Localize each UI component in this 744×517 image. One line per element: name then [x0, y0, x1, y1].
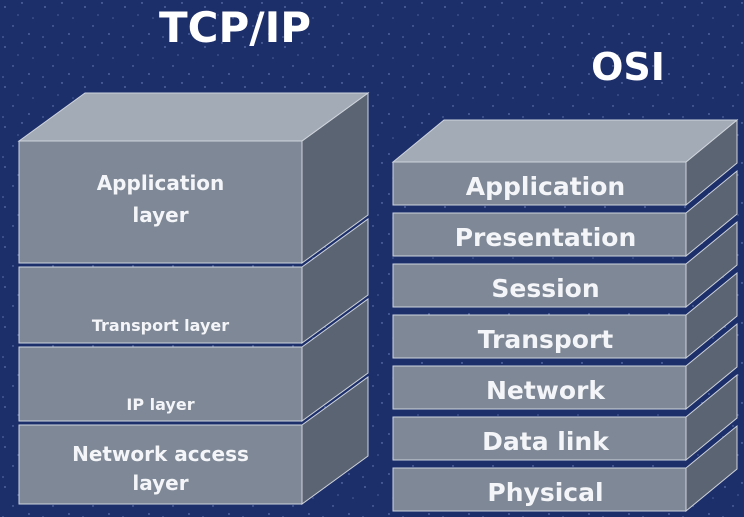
tcpip-layer-3-face	[18, 346, 303, 422]
tcpip-layer-2: Transport layer	[18, 218, 369, 344]
tcpip-layer-4: Network access layer	[18, 376, 369, 505]
osi-layer-5-face	[392, 365, 687, 410]
tcpip-layer-1-label: Application	[97, 171, 225, 195]
osi-layer-5: Network	[392, 322, 738, 411]
osi-layer-2: Presentation	[392, 169, 738, 258]
osi-stack: ApplicationPresentationSessionTransportN…	[391, 118, 739, 513]
tcpip-layer-1: Application layer	[17, 92, 370, 264]
osi-layer-2-face	[392, 212, 687, 257]
tcpip-layer-1-face	[18, 140, 303, 264]
osi-layer-4-face	[392, 314, 687, 359]
osi-layer-1: Application	[391, 118, 739, 207]
osi-layer-3-face	[392, 263, 687, 308]
osi-layer-1-label: Application	[466, 172, 625, 201]
osi-layer-6-face	[392, 416, 687, 461]
osi-title: OSI	[591, 45, 665, 89]
tcpip-layer-2-face	[18, 266, 303, 344]
tcpip-layer-4-face	[18, 424, 303, 505]
osi-layer-6-label: Data link	[482, 427, 610, 456]
osi-layer-6: Data link	[392, 373, 738, 462]
osi-layer-3-label: Session	[491, 274, 599, 303]
osi-layer-2-label: Presentation	[455, 223, 637, 252]
tcpip-title: TCP/IP	[159, 3, 311, 52]
osi-layer-5-label: Network	[486, 376, 606, 405]
tcpip-layer-3: IP layer	[18, 298, 369, 422]
osi-layer-7-face	[392, 467, 687, 512]
tcpip-layer-1-label: layer	[132, 203, 188, 227]
osi-layer-7-label: Physical	[487, 478, 603, 507]
osi-layer-4-label: Transport	[478, 325, 614, 354]
osi-layer-3: Session	[392, 220, 738, 309]
tcpip-layer-3-label: IP layer	[126, 395, 194, 414]
tcpip-layer-4-label: layer	[132, 471, 188, 495]
tcpip-layer-4-label: Network access	[72, 442, 249, 466]
tcpip-layer-2-label: Transport layer	[92, 316, 229, 335]
osi-layer-4: Transport	[392, 271, 738, 360]
osi-layer-1-face	[392, 161, 687, 206]
osi-layer-1-top	[391, 119, 739, 163]
osi-layer-7: Physical	[392, 424, 738, 513]
